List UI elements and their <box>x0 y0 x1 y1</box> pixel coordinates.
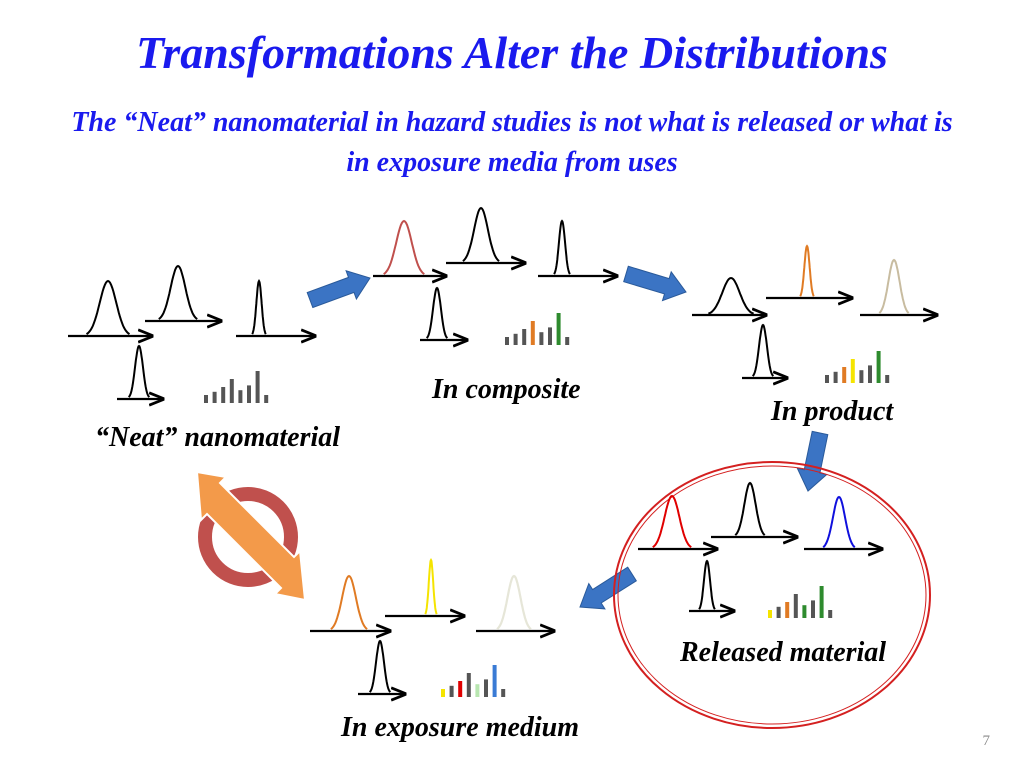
histogram-bar <box>785 602 790 618</box>
stage-label-released: Released material <box>680 637 887 668</box>
distribution-curve <box>68 279 152 336</box>
stage-label-product: In product <box>771 396 894 427</box>
histogram-bar <box>212 391 217 403</box>
histogram-bar <box>475 684 480 697</box>
histogram-bar <box>247 385 251 403</box>
page-number: 7 <box>982 733 991 749</box>
histogram-bar <box>819 586 824 618</box>
histogram-bar <box>229 379 234 403</box>
histogram-bar <box>466 673 471 697</box>
distribution-curve <box>145 264 221 321</box>
released-highlight-ellipse <box>613 461 931 729</box>
stage-label-composite: In composite <box>432 374 581 405</box>
histogram-bar <box>793 594 798 618</box>
histogram-bar <box>505 337 509 345</box>
histogram-bar <box>522 329 527 345</box>
histogram-bar <box>556 313 561 345</box>
distribution-curve <box>766 244 852 298</box>
histogram-bar <box>868 365 872 383</box>
histogram-bar <box>238 390 243 403</box>
histogram-bar <box>513 333 518 345</box>
histogram-bar <box>539 332 544 345</box>
histogram-bar <box>221 387 226 403</box>
histogram-bar <box>850 359 855 383</box>
slide-subtitle: The “Neat” nanomaterial in hazard studie… <box>71 107 953 178</box>
block-arrow-icon <box>623 265 687 302</box>
block-arrow-icon <box>306 270 371 309</box>
histogram-bar <box>501 689 506 697</box>
block-arrow-icon <box>796 430 829 492</box>
stage-label-neat: “Neat” nanomaterial <box>95 422 341 453</box>
distribution-curve <box>638 494 717 549</box>
distribution-curve <box>446 206 525 263</box>
distribution-curve <box>358 639 405 694</box>
distribution-curve <box>420 286 467 340</box>
histogram-bar <box>825 375 829 383</box>
histogram-bar <box>565 337 570 345</box>
distribution-curve <box>711 481 797 537</box>
distribution-curve <box>385 558 464 616</box>
histogram-bar <box>492 665 497 697</box>
histogram-bar <box>885 375 890 383</box>
distribution-curve <box>476 574 554 631</box>
histogram-bar <box>441 689 445 697</box>
distribution-curve <box>117 344 163 399</box>
block-arrow-icon <box>579 566 637 610</box>
histogram-bar <box>530 321 535 345</box>
histogram-bar <box>264 395 269 403</box>
slide-title: Transformations Alter the Distributions <box>136 27 888 78</box>
released-highlight-ellipse-inner <box>617 465 927 725</box>
histogram-bar <box>484 679 488 697</box>
histogram-bar <box>768 610 772 618</box>
histogram-bar <box>449 685 454 697</box>
histogram-bar <box>802 605 807 618</box>
histogram-bar <box>204 395 208 403</box>
histogram-bar <box>548 327 552 345</box>
histogram-bar <box>828 610 833 618</box>
histogram-bar <box>811 600 815 618</box>
double-headed-arrow-icon <box>195 470 307 602</box>
distribution-curve <box>236 279 315 336</box>
distribution-curve <box>860 258 937 315</box>
distribution-curve <box>373 219 446 276</box>
histogram-bar <box>833 371 838 383</box>
histogram-bar <box>255 371 260 403</box>
distribution-curve <box>689 559 734 611</box>
distribution-curve <box>804 495 882 549</box>
distribution-curve <box>538 219 617 276</box>
histogram-bar <box>776 606 781 618</box>
histogram-bar <box>842 367 847 383</box>
histogram-bar <box>876 351 881 383</box>
stage-label-exposure: In exposure medium <box>341 712 580 743</box>
histogram-bar <box>859 370 864 383</box>
distribution-curve <box>692 276 766 315</box>
distribution-curve <box>742 323 787 378</box>
histogram-bar <box>458 681 463 697</box>
distribution-curve <box>310 574 390 631</box>
